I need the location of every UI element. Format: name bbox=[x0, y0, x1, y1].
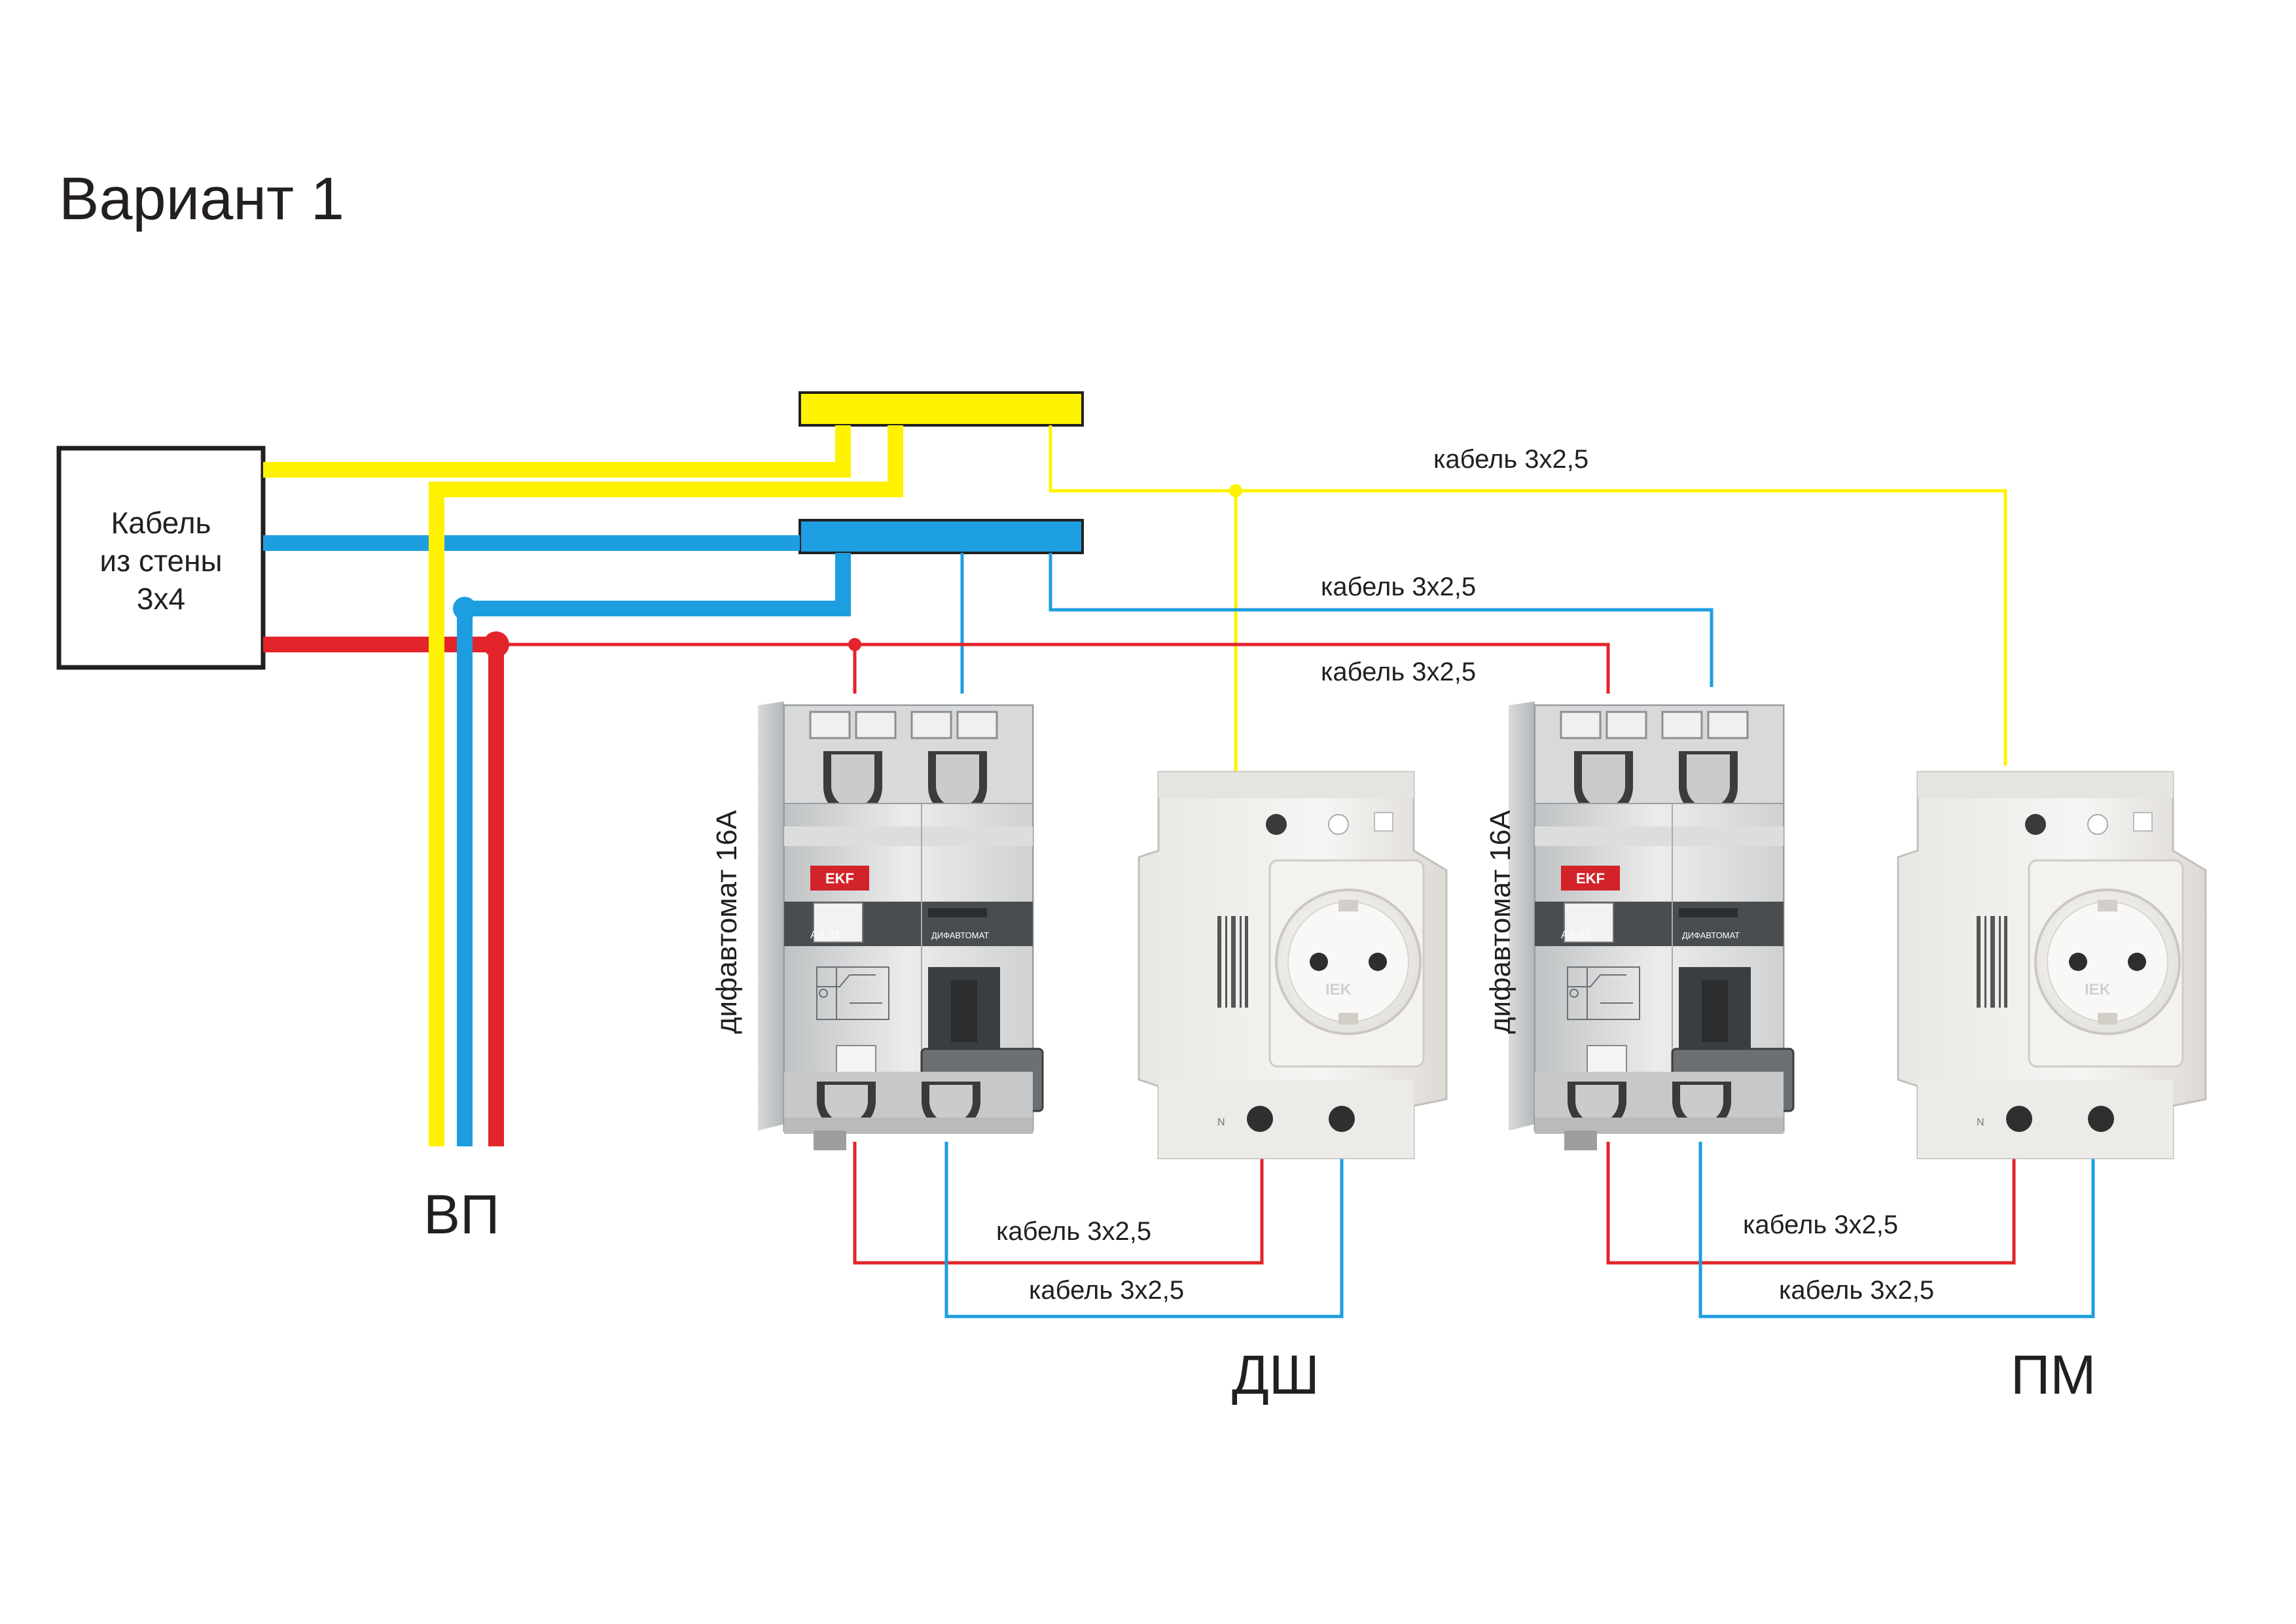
neutral-cable-run bbox=[1049, 553, 1713, 687]
source-cable-box: Кабель из стены 3х4 bbox=[56, 446, 266, 670]
earth-tap-dot bbox=[1229, 484, 1242, 497]
phase-cable-run bbox=[496, 643, 1610, 694]
earth-vp-wire bbox=[429, 425, 903, 1146]
cable-label-right-red-bottom: кабель 3х2,5 bbox=[1743, 1210, 1898, 1239]
diagram-title: Вариант 1 bbox=[59, 166, 344, 232]
source-box-line-3: 3х4 bbox=[137, 582, 185, 616]
source-box-line-2: из стены bbox=[99, 544, 222, 578]
cable-label-right-blue-bottom: кабель 3х2,5 bbox=[1779, 1276, 1934, 1305]
earth-cable-run bbox=[1049, 425, 2007, 766]
left-breaker-label: дифавтомат 16А bbox=[711, 809, 743, 1034]
right-socket bbox=[1897, 771, 2207, 1159]
neutral-busbar bbox=[798, 519, 1084, 554]
source-box-line-1: Кабель bbox=[111, 506, 211, 540]
pm-label: ПМ bbox=[2011, 1344, 2096, 1405]
right-blue-bottom bbox=[1698, 1142, 2095, 1318]
left-differential-breaker bbox=[757, 700, 1044, 1152]
left-red-bottom bbox=[853, 1142, 1264, 1265]
cable-label-left-blue-bottom: кабель 3х2,5 bbox=[1029, 1276, 1184, 1305]
right-red-bottom bbox=[1606, 1142, 2016, 1265]
cable-label-left-red-bottom: кабель 3х2,5 bbox=[996, 1217, 1151, 1246]
right-differential-breaker bbox=[1507, 700, 1795, 1152]
neutral-vp-wire bbox=[457, 553, 851, 1146]
dsh-label: ДШ bbox=[1232, 1344, 1319, 1405]
cable-label-red-mid: кабель 3х2,5 bbox=[1321, 658, 1476, 686]
cable-label-blue-mid: кабель 3х2,5 bbox=[1321, 573, 1476, 601]
left-socket bbox=[1138, 771, 1448, 1159]
phase-tap-dot bbox=[848, 638, 861, 651]
cable-label-yellow-top: кабель 3х2,5 bbox=[1433, 445, 1588, 474]
earth-feed-wire bbox=[263, 425, 851, 478]
vp-label: ВП bbox=[423, 1184, 499, 1245]
neutral-junction-dot bbox=[453, 597, 476, 620]
left-blue-bottom bbox=[944, 1142, 1344, 1318]
right-breaker-label: дифавтомат 16А bbox=[1484, 809, 1516, 1034]
phase-vp-wire bbox=[488, 637, 504, 1146]
earth-busbar bbox=[798, 391, 1084, 427]
thin-cables bbox=[496, 425, 2095, 1318]
